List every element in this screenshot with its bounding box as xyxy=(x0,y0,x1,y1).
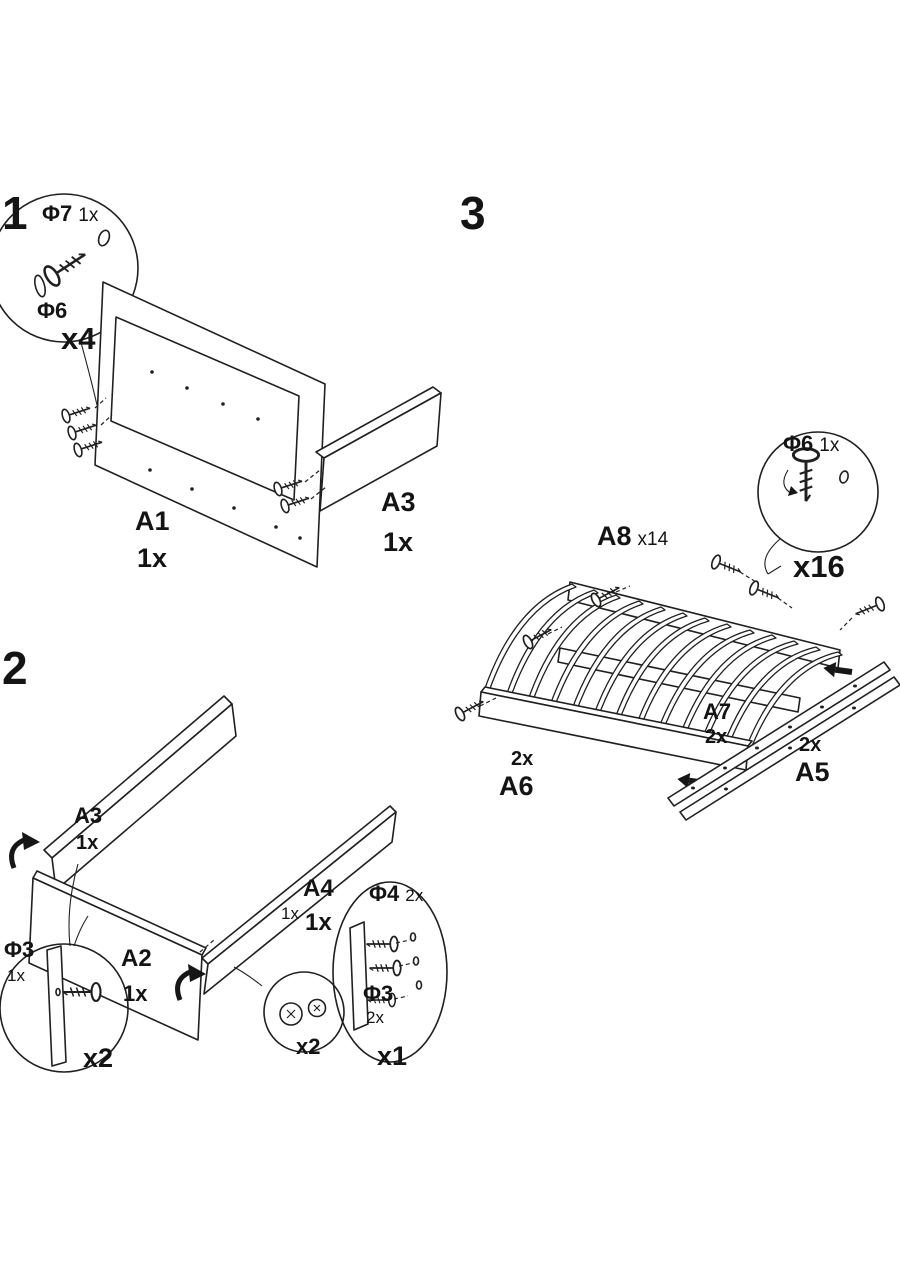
part-a5-qty: 2x xyxy=(799,734,822,756)
phi4-qty: 2x xyxy=(405,886,424,905)
step1-screw-count: x4 xyxy=(61,321,96,356)
step1-screws-left xyxy=(59,397,113,459)
phi6-text: Φ6 xyxy=(783,431,814,456)
step2-a4-qty-small: 1x xyxy=(281,904,299,923)
step2-a3-qty: 1x xyxy=(76,832,99,854)
phi6-qty: 1x xyxy=(819,435,840,456)
phi7-qty: 1x xyxy=(78,205,99,226)
step1-detail-circle xyxy=(0,193,139,406)
cap-icon xyxy=(97,229,111,247)
part-a1-qty: 1x xyxy=(137,543,168,573)
step2-a4-label: A4 xyxy=(303,875,334,902)
step2-illustration xyxy=(0,695,448,1073)
assembly-arrow-icon xyxy=(9,832,40,869)
step3-illustration xyxy=(452,431,900,821)
footboard-panel-a2 xyxy=(28,870,207,1041)
step3-number: 3 xyxy=(460,187,486,239)
step2-phi3-label: Φ3 xyxy=(4,937,35,962)
phi4-text: Φ4 xyxy=(369,881,400,906)
step3-screw-count: x16 xyxy=(793,549,845,584)
step2-detail-circle-mid xyxy=(233,966,345,1053)
step2-phi3-qty: 1x xyxy=(7,966,25,985)
part-a6-qty: 2x xyxy=(511,748,534,770)
step1-illustration xyxy=(0,193,442,568)
step2-mid-count: x2 xyxy=(296,1034,321,1059)
step2-number: 2 xyxy=(2,642,28,694)
panel-hole-dots xyxy=(148,370,302,540)
side-rail-a4 xyxy=(199,805,397,995)
step2-detail-circle-right xyxy=(332,881,448,1063)
a8-text: A8 xyxy=(597,521,632,551)
part-a7-label: A7 xyxy=(703,699,732,724)
slats-a8 xyxy=(482,583,843,752)
part-a3-qty: 1x xyxy=(383,527,414,557)
step2-phi3b-label: Φ3 xyxy=(363,981,394,1006)
part-a3-label: A3 xyxy=(381,487,416,517)
part-a6-label: A6 xyxy=(499,771,534,801)
part-a1-label: A1 xyxy=(135,506,170,536)
assembly-arrow-icon xyxy=(175,964,206,1001)
phi7-text: Φ7 xyxy=(42,201,73,226)
step2-a3-label: A3 xyxy=(74,803,103,828)
headboard-front-panel xyxy=(110,316,300,501)
step1-screws-right xyxy=(271,469,327,515)
step2-right-count: x1 xyxy=(377,1041,408,1071)
step3-screws xyxy=(452,553,887,723)
step2-left-count: x2 xyxy=(83,1043,114,1073)
step3-detail-circle xyxy=(757,431,879,575)
step2-a4-qty: 1x xyxy=(305,909,332,936)
part-a5-label: A5 xyxy=(795,757,830,787)
side-rails-a5 xyxy=(667,661,900,821)
a8-qty: x14 xyxy=(637,529,669,550)
headboard-panel-a3 xyxy=(43,695,237,891)
screw-icon xyxy=(40,244,93,290)
step2-phi3b-qty: 2x xyxy=(366,1008,384,1027)
step2-a2-qty: 1x xyxy=(123,981,148,1006)
washer-icon xyxy=(34,274,46,298)
step1-number: 1 xyxy=(2,187,28,239)
side-rail-a3 xyxy=(315,386,442,512)
step2-a2-label: A2 xyxy=(121,945,152,972)
step2-phi4-label: Φ4 2x xyxy=(369,883,423,905)
step1-phi6-label: Φ6 xyxy=(37,298,68,323)
screw-icon xyxy=(791,447,821,503)
part-a7-qty: 2x xyxy=(705,726,728,748)
step2-detail-circle-left xyxy=(0,863,129,1073)
